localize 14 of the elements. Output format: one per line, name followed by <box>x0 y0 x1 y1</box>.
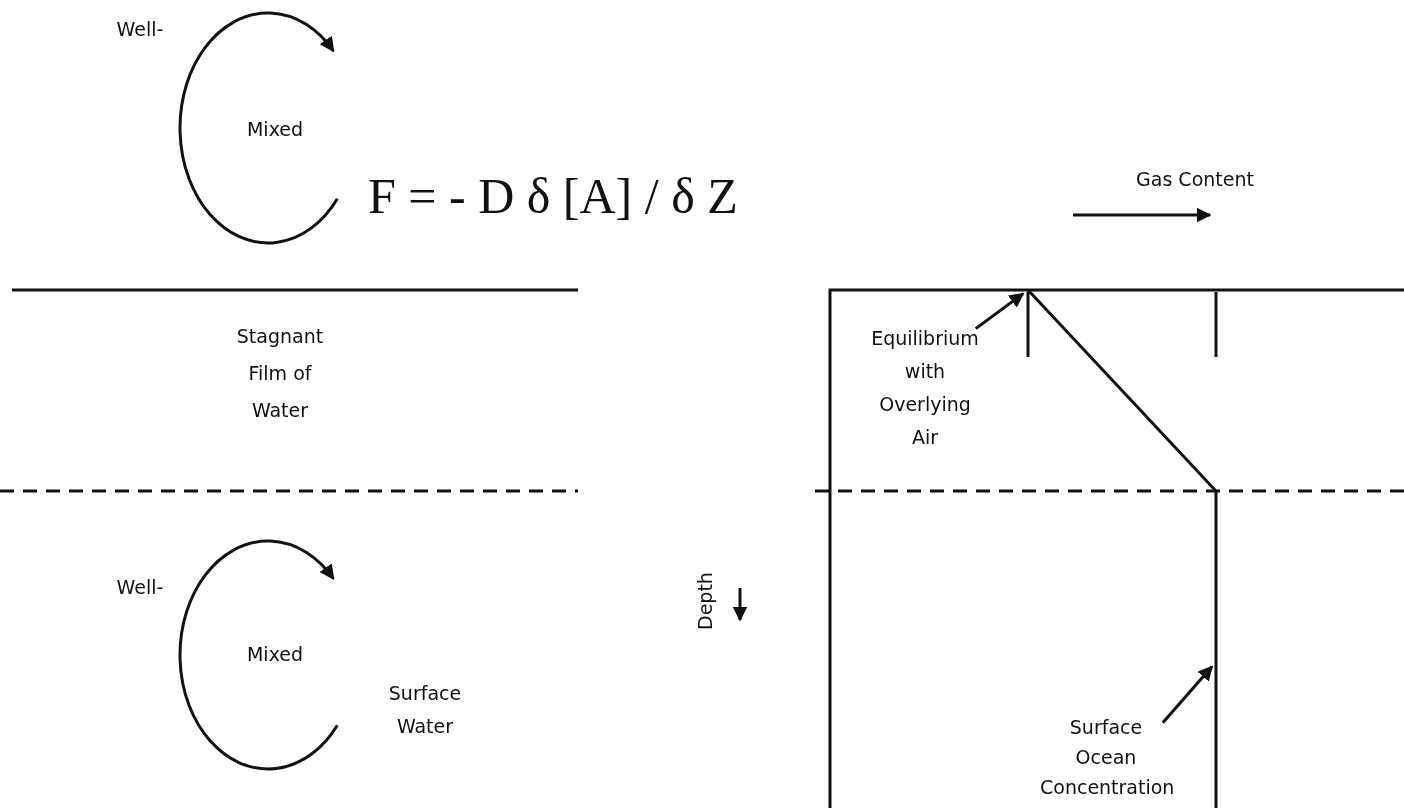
region-label: Mixed <box>245 643 305 666</box>
region-label: Surface Water <box>387 681 463 739</box>
axis-label: Depth <box>694 572 717 630</box>
callout-text: Surface Ocean Concentration <box>1040 712 1172 802</box>
callout-text: Equilibrium with Overlying Air <box>866 322 984 454</box>
region-label: Well- <box>115 18 165 41</box>
region-label: Well- <box>115 576 165 599</box>
leader-arrow <box>1161 665 1214 724</box>
axis-label: Gas Content <box>1135 168 1255 191</box>
region-label: Mixed <box>245 118 305 141</box>
flux-equation: F = - D δ [A] / δ Z <box>368 167 739 226</box>
layer-label: Stagnant Film of Water <box>235 324 325 423</box>
leader-arrow <box>974 292 1025 330</box>
concentration-profile-line <box>1026 288 1218 808</box>
